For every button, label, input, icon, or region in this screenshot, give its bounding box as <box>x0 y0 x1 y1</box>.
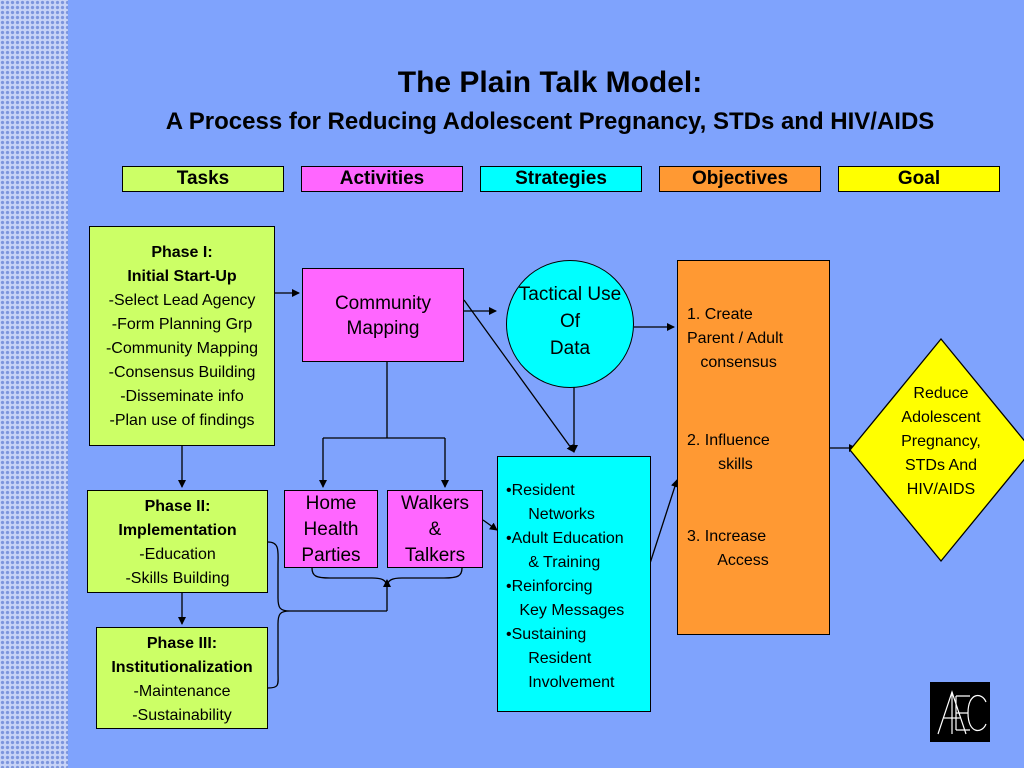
aec-logo-icon <box>930 682 990 742</box>
phase-1-item: -Community Mapping <box>105 340 259 357</box>
phase-3-box: Phase III: Institutionalization -Mainten… <box>96 627 268 729</box>
phase-1-item: -Select Lead Agency <box>108 292 256 309</box>
strategy-line: •Sustaining <box>506 626 587 643</box>
phase-3-item: -Sustainability <box>132 707 232 724</box>
phase-1-item: -Disseminate info <box>120 388 244 405</box>
objectives-box: 1. Create Parent / Adult consensus 2. In… <box>677 260 830 635</box>
tactical-use-of-data-circle: Tactical Use Of Data <box>506 260 634 388</box>
strategy-line: Involvement <box>506 674 615 691</box>
phase-2-subheading: Implementation <box>118 522 237 539</box>
phase-3-item: -Maintenance <box>133 683 231 700</box>
legend-tasks: Tasks <box>122 166 284 192</box>
home-health-parties-box: Home Health Parties <box>284 490 378 568</box>
arrow-mapping-to-strategies <box>463 299 575 453</box>
phase-2-item: -Skills Building <box>125 570 230 587</box>
phase-2-heading: Phase II: <box>144 498 211 515</box>
strategy-line: Networks <box>506 506 595 523</box>
dotted-side-stripe <box>0 0 68 768</box>
strategy-line: & Training <box>506 554 601 571</box>
phase-1-subheading: Initial Start-Up <box>127 268 237 285</box>
slide-title: The Plain Talk Model: <box>397 66 703 99</box>
objective-line: skills <box>687 456 753 473</box>
activities-brace <box>311 567 463 587</box>
strategy-line: •Reinforcing <box>506 578 593 595</box>
objective-line: Access <box>687 552 769 569</box>
phase-1-item: -Plan use of findings <box>109 412 255 429</box>
strategies-box: •Resident Networks •Adult Education & Tr… <box>497 456 651 712</box>
legend-strategies: Strategies <box>480 166 642 192</box>
legend-activities: Activities <box>301 166 463 192</box>
slide-subtitle: A Process for Reducing Adolescent Pregna… <box>165 108 935 135</box>
legend-objectives: Objectives <box>659 166 821 192</box>
strategy-line: •Resident <box>506 482 575 499</box>
objective-line: 1. Create <box>687 306 753 323</box>
phase-2-box: Phase II: Implementation -Education -Ski… <box>87 490 268 593</box>
legend-goal: Goal <box>838 166 1000 192</box>
phase-1-box: Phase I: Initial Start-Up -Select Lead A… <box>89 226 275 446</box>
goal-diamond <box>849 337 1024 563</box>
objective-line: 3. Increase <box>687 528 767 545</box>
goal-text: Reduce Adolescent Pregnancy, STDs And HI… <box>901 385 981 498</box>
arrow-walkers-to-strategies <box>482 519 498 531</box>
phase-3-heading: Phase III: <box>146 635 218 652</box>
community-mapping-box: Community Mapping <box>302 268 464 362</box>
phase-1-heading: Phase I: <box>151 244 213 261</box>
strategy-line: Key Messages <box>506 602 625 619</box>
phase-1-item: -Consensus Building <box>108 364 256 381</box>
walkers-talkers-box: Walkers & Talkers <box>387 490 483 568</box>
phase-3-subheading: Institutionalization <box>111 659 253 676</box>
strategy-line: Resident <box>506 650 592 667</box>
objective-line: Parent / Adult <box>687 330 784 347</box>
phase-1-item: -Form Planning Grp <box>111 316 253 333</box>
phase-2-item: -Education <box>139 546 216 563</box>
strategy-line: •Adult Education <box>506 530 624 547</box>
objective-line: 2. Influence <box>687 432 770 449</box>
objective-line: consensus <box>687 354 777 371</box>
